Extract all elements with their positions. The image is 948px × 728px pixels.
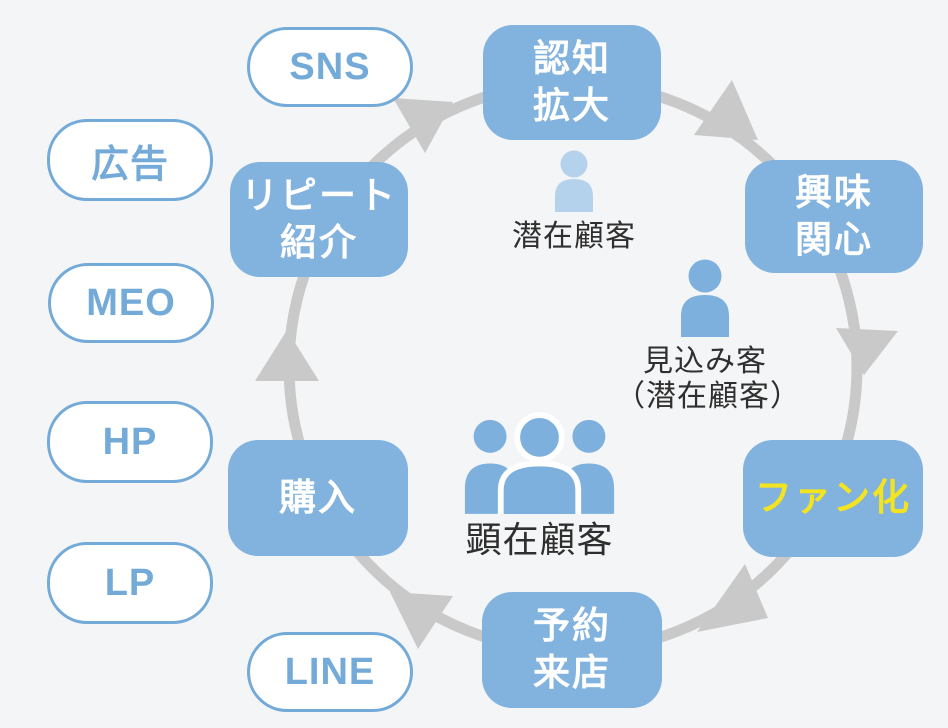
stage-fan-label: ファン化 xyxy=(755,477,911,518)
channel-ad: 広告 xyxy=(47,119,213,201)
stage-awareness-label: 認知 拡大 xyxy=(533,37,611,126)
channel-sns: SNS xyxy=(247,27,413,107)
cycle-arrow-interest-to-fan-icon xyxy=(836,328,898,375)
channel-hp: HP xyxy=(47,401,213,483)
stage-interest: 興味 関心 xyxy=(745,160,923,273)
cycle-arrow-awareness-to-interest-icon xyxy=(694,80,758,140)
persona-existing: 顕在顧客 xyxy=(452,411,627,560)
persona-prospect: 見込み客 （潜在顧客） xyxy=(615,259,801,414)
channel-meo-label: MEO xyxy=(86,281,176,324)
stage-repeat-label: リピート 紹介 xyxy=(241,174,397,263)
stage-visit: 予約 来店 xyxy=(482,592,662,708)
cycle-arrow-repeat-to-awareness-icon xyxy=(393,98,453,153)
channel-lp: LP xyxy=(47,542,213,624)
stage-awareness: 認知 拡大 xyxy=(483,25,661,140)
stage-purchase-label: 購入 xyxy=(279,476,357,518)
persona-existing-label: 顕在顧客 xyxy=(465,519,614,560)
cycle-arrow-visit-to-purchase-icon xyxy=(390,592,453,649)
channel-lp-label: LP xyxy=(104,561,156,604)
persona-prospect-label: 見込み客 （潜在顧客） xyxy=(615,345,801,413)
persona-potential-label: 潜在顧客 xyxy=(512,220,636,253)
channel-ad-label: 広告 xyxy=(90,143,169,186)
channel-line: LINE xyxy=(247,632,413,712)
cycle-arrow-purchase-to-repeat-icon xyxy=(255,330,319,381)
single-person-light-icon xyxy=(555,150,593,212)
stage-interest-label: 興味 関心 xyxy=(795,171,873,260)
stage-repeat: リピート 紹介 xyxy=(230,162,408,277)
channel-line-label: LINE xyxy=(284,650,376,693)
channel-meo: MEO xyxy=(48,263,214,343)
stage-purchase: 購入 xyxy=(228,440,408,556)
stage-fan: ファン化 xyxy=(743,440,923,557)
channel-sns-label: SNS xyxy=(289,45,371,88)
cycle-arrow-fan-to-visit-icon xyxy=(697,564,768,632)
people-group-icon xyxy=(464,412,615,514)
persona-potential: 潜在顧客 xyxy=(489,150,659,255)
stage-visit-label: 予約 来店 xyxy=(533,605,611,693)
single-person-icon xyxy=(681,259,729,337)
channel-hp-label: HP xyxy=(102,420,158,463)
